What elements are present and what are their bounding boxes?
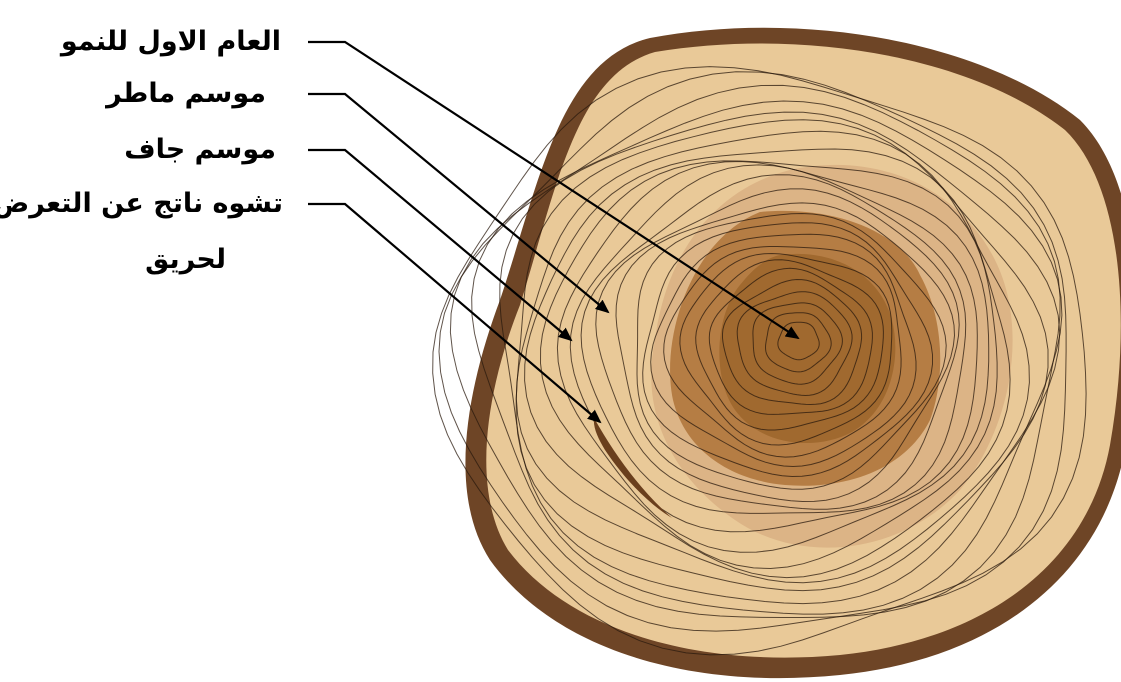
label-wet-season: موسم ماطر — [106, 77, 266, 111]
label-first-year: العام الاول للنمو — [61, 25, 281, 59]
label-dry-season: موسم جاف — [124, 133, 276, 167]
label-fire-scar-line2: لحريق — [145, 243, 226, 277]
heartwood-core — [719, 254, 895, 443]
label-fire-scar-line1: تشوه ناتج عن التعرض — [0, 187, 283, 221]
